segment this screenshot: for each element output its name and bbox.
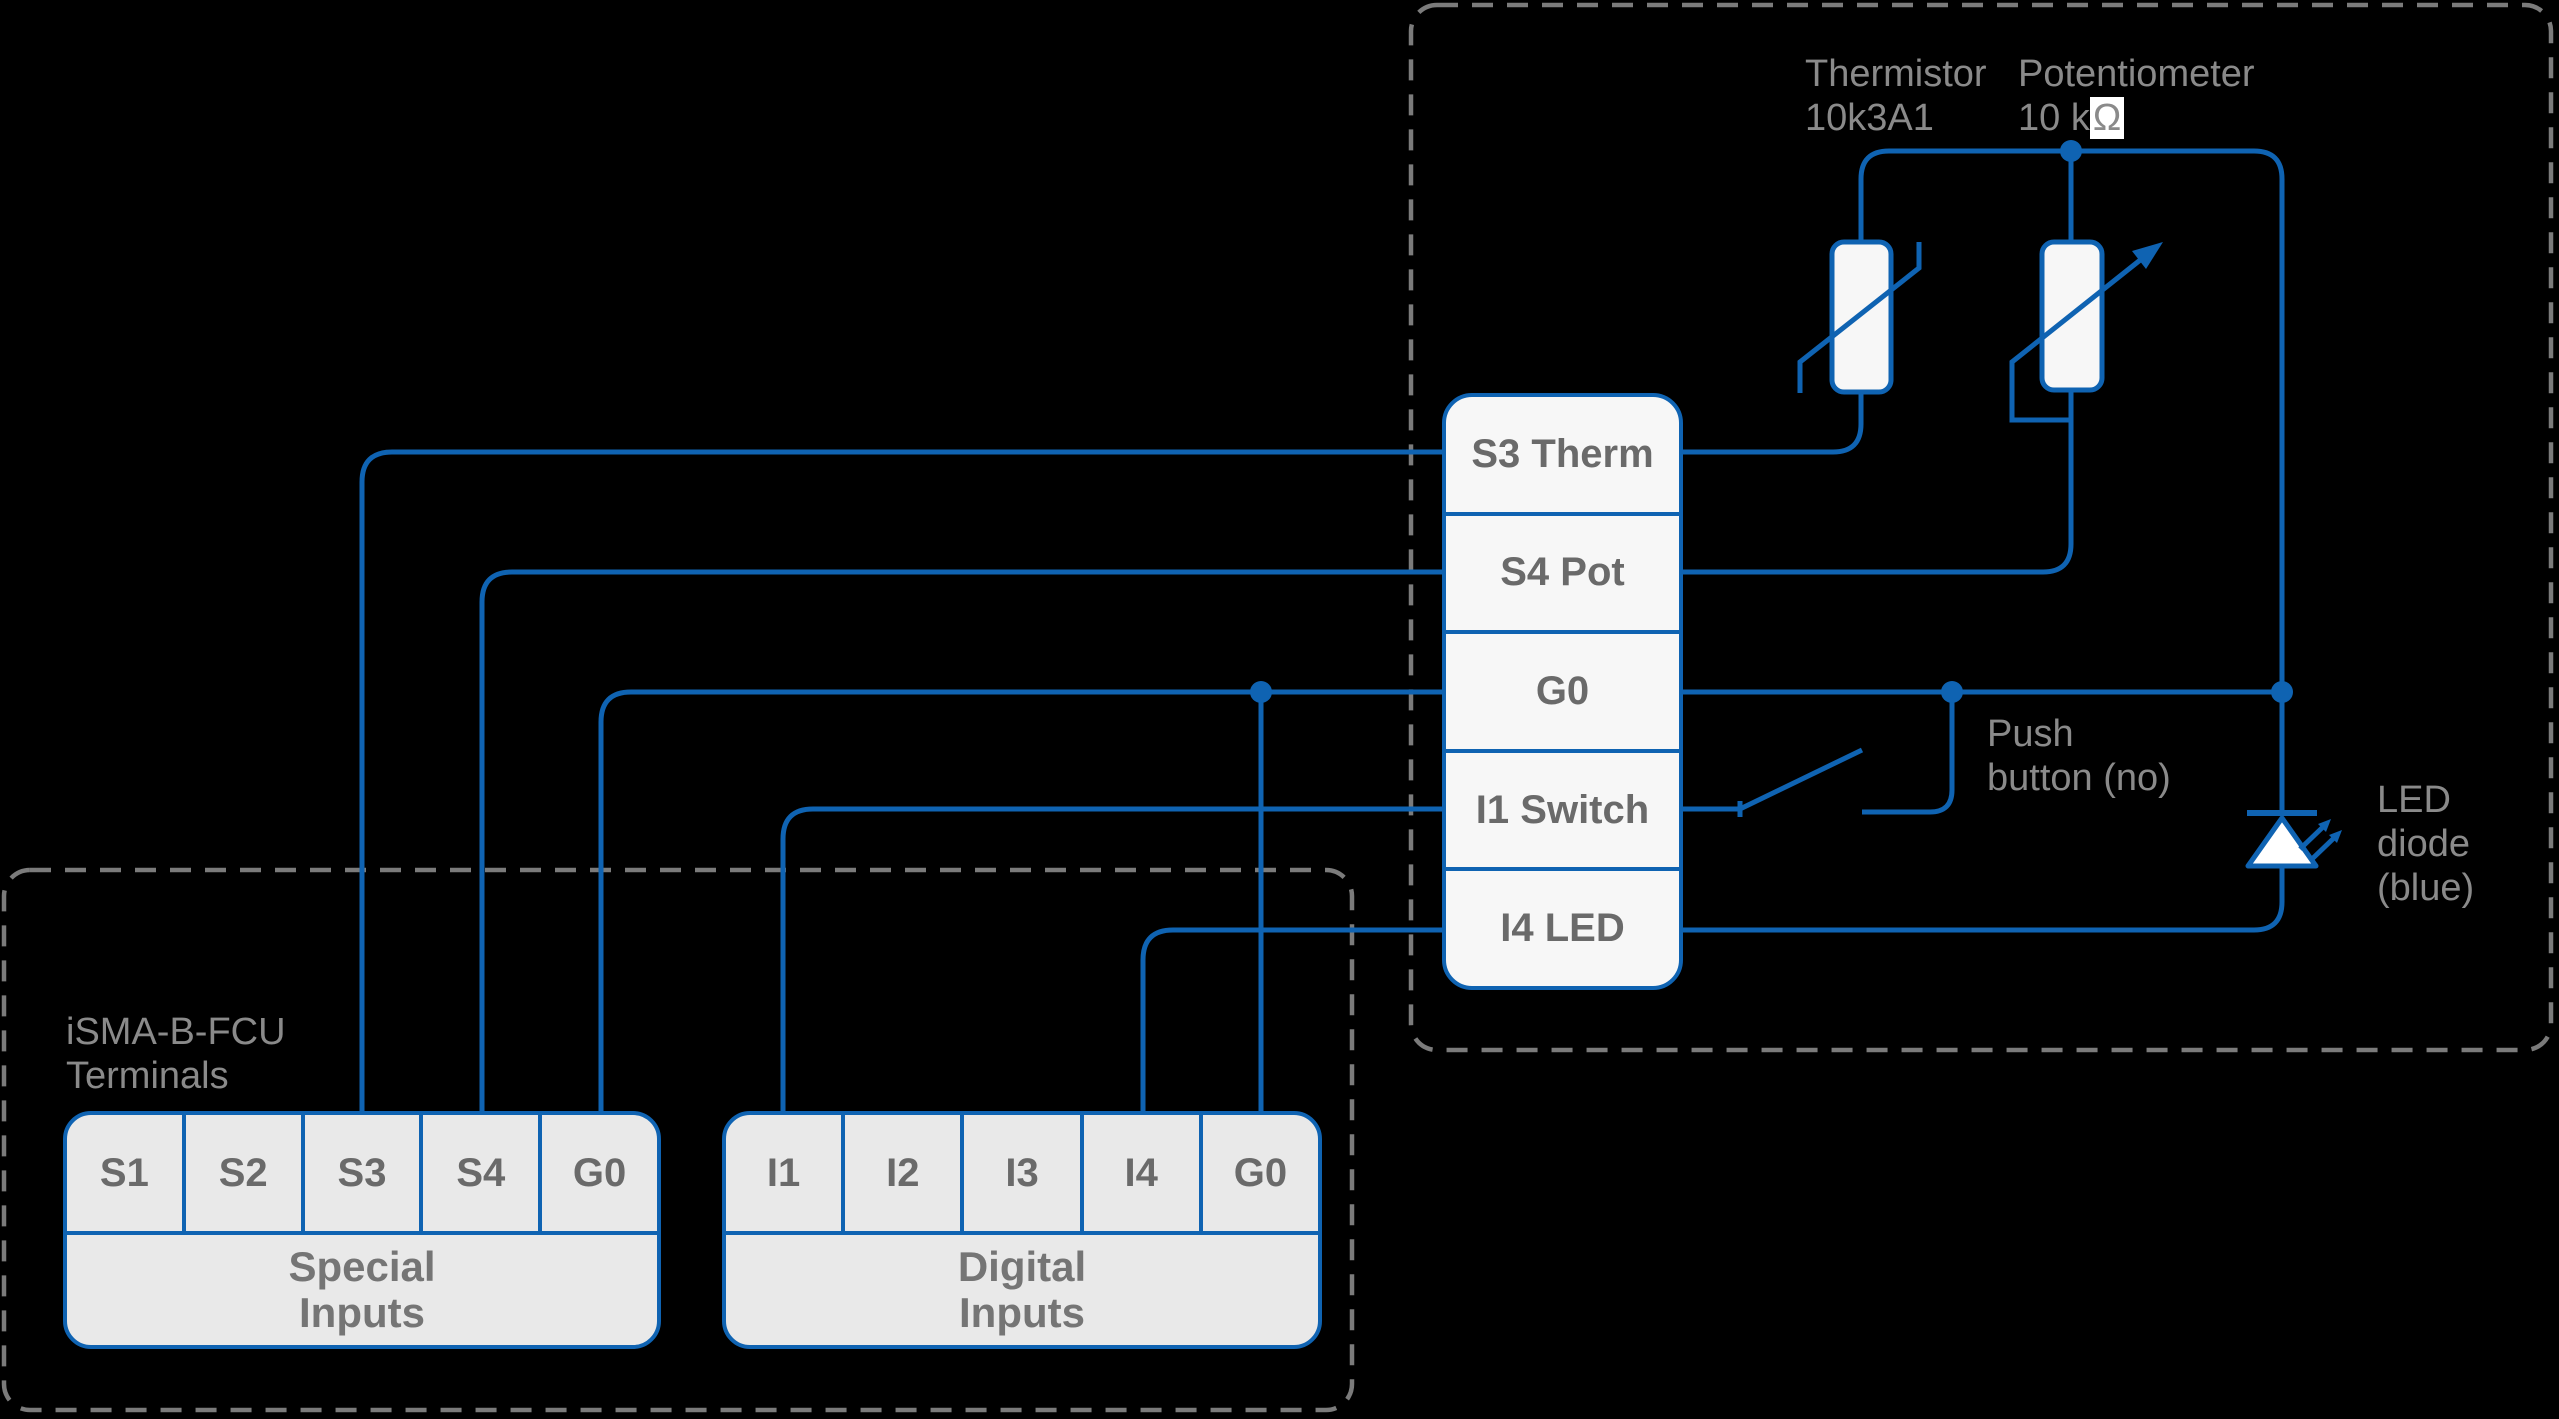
led-label: LED diode (blue) (2377, 778, 2474, 910)
terminal-cell-s2: S2 (186, 1115, 305, 1231)
omega-symbol: Ω (2089, 97, 2125, 139)
led-emission-arrowhead-2 (2329, 830, 2342, 843)
digital-inputs-label-line2: Inputs (959, 1289, 1085, 1336)
fcu-terminal-block: S3 Therm S4 Pot G0 I1 Switch I4 LED (1442, 393, 1683, 990)
led-emission-arrow-2 (2309, 835, 2337, 862)
digital-inputs-strip: I1 I2 I3 I4 G0 Digital Inputs (722, 1111, 1322, 1349)
led-label-line1: LED (2377, 779, 2451, 821)
digital-inputs-label-line1: Digital (957, 1243, 1087, 1290)
wire-i1-left (780, 806, 1442, 1111)
special-inputs-strip: S1 S2 S3 S4 G0 Special Inputs (63, 1111, 661, 1349)
terminal-cell-i4: I4 (1084, 1115, 1203, 1231)
led-emission-arrow-1 (2298, 824, 2326, 851)
digital-inputs-cells: I1 I2 I3 I4 G0 (726, 1115, 1318, 1235)
push-button-fixed-contact (1862, 692, 1955, 815)
terminal-cell-i3: I3 (964, 1115, 1084, 1231)
wire-led-to-i4 (1683, 867, 2285, 933)
led-label-line3: (blue) (2377, 867, 2475, 909)
led-triangle (2245, 815, 2319, 869)
push-button-label-line2: button (no) (1987, 757, 2171, 799)
terminal-row-i4-led: I4 LED (1500, 906, 1625, 951)
digital-inputs-label: Digital Inputs (726, 1235, 1318, 1345)
junction-dot-led-rail (2271, 681, 2293, 703)
potentiometer-wiper (2009, 255, 2146, 423)
wire-pot-bottom (1683, 390, 2074, 575)
terminal-cell-s3: S3 (305, 1115, 424, 1231)
push-button-lever (1738, 747, 1864, 812)
terminal-cell-i1: I1 (726, 1115, 846, 1231)
wire-thermistor-top (1858, 148, 1890, 242)
wire-s4-left (479, 569, 1442, 1111)
terminal-cell-g0-special: G0 (572, 1150, 627, 1195)
terminal-row-i1-switch: I1 Switch (1446, 753, 1679, 872)
special-inputs-label: Special Inputs (67, 1235, 657, 1345)
terminal-cell-g0-digital: G0 (1233, 1150, 1288, 1195)
terminals-group-outline (1, 867, 1355, 1413)
device-terminals-label-line1: iSMA-B-FCU (66, 1011, 286, 1053)
led-label-line2: diode (2377, 823, 2470, 865)
terminal-row-s4-pot: S4 Pot (1446, 516, 1679, 635)
special-inputs-cells: S1 S2 S3 S4 G0 (67, 1115, 657, 1235)
potentiometer-label-line2: 10 kΩ (2018, 96, 2255, 140)
push-button-label: Push button (no) (1987, 712, 2171, 800)
special-inputs-label-line2: Inputs (299, 1289, 425, 1336)
thermistor-strike-line (1797, 242, 1922, 393)
junction-dot-pot-rail (2060, 140, 2082, 162)
thermistor-label-line2: 10k3A1 (1805, 97, 1934, 139)
potentiometer-label: Potentiometer 10 kΩ (2018, 52, 2255, 140)
thermistor-label: Thermistor 10k3A1 (1805, 52, 1987, 140)
potentiometer-label-line1: Potentiometer (2018, 53, 2255, 95)
push-button-label-line1: Push (1987, 713, 2074, 755)
special-inputs-label-line1: Special (288, 1243, 436, 1290)
junction-dot-g0-digital (1250, 681, 1272, 703)
thermistor-label-line1: Thermistor (1805, 53, 1987, 95)
terminal-cell-i2: I2 (845, 1115, 965, 1231)
wire-s3-left (359, 449, 1442, 1111)
terminal-row-g0: G0 (1446, 634, 1679, 753)
wire-g0-left (598, 689, 1442, 1111)
terminal-cell-s4: S4 (423, 1115, 543, 1231)
potentiometer-wiper-arrowhead (2132, 242, 2163, 269)
terminal-row-s3-therm: S3 Therm (1446, 397, 1679, 516)
device-terminals-label-line2: Terminals (66, 1055, 229, 1097)
wire-s3-thermistor (1683, 392, 1864, 455)
thermistor-symbol (1829, 239, 1894, 395)
terminal-cell-s1: S1 (67, 1115, 186, 1231)
device-terminals-label: iSMA-B-FCU Terminals (66, 1010, 286, 1098)
wire-g0-rail (1889, 148, 2285, 813)
potentiometer-value-prefix: 10 k (2018, 97, 2090, 139)
led-emission-arrowhead-1 (2318, 819, 2331, 832)
wire-i4-left (1140, 927, 1442, 1111)
sensors-group-outline (1408, 2, 2554, 1053)
junction-dot-pushbutton (1941, 681, 1963, 703)
